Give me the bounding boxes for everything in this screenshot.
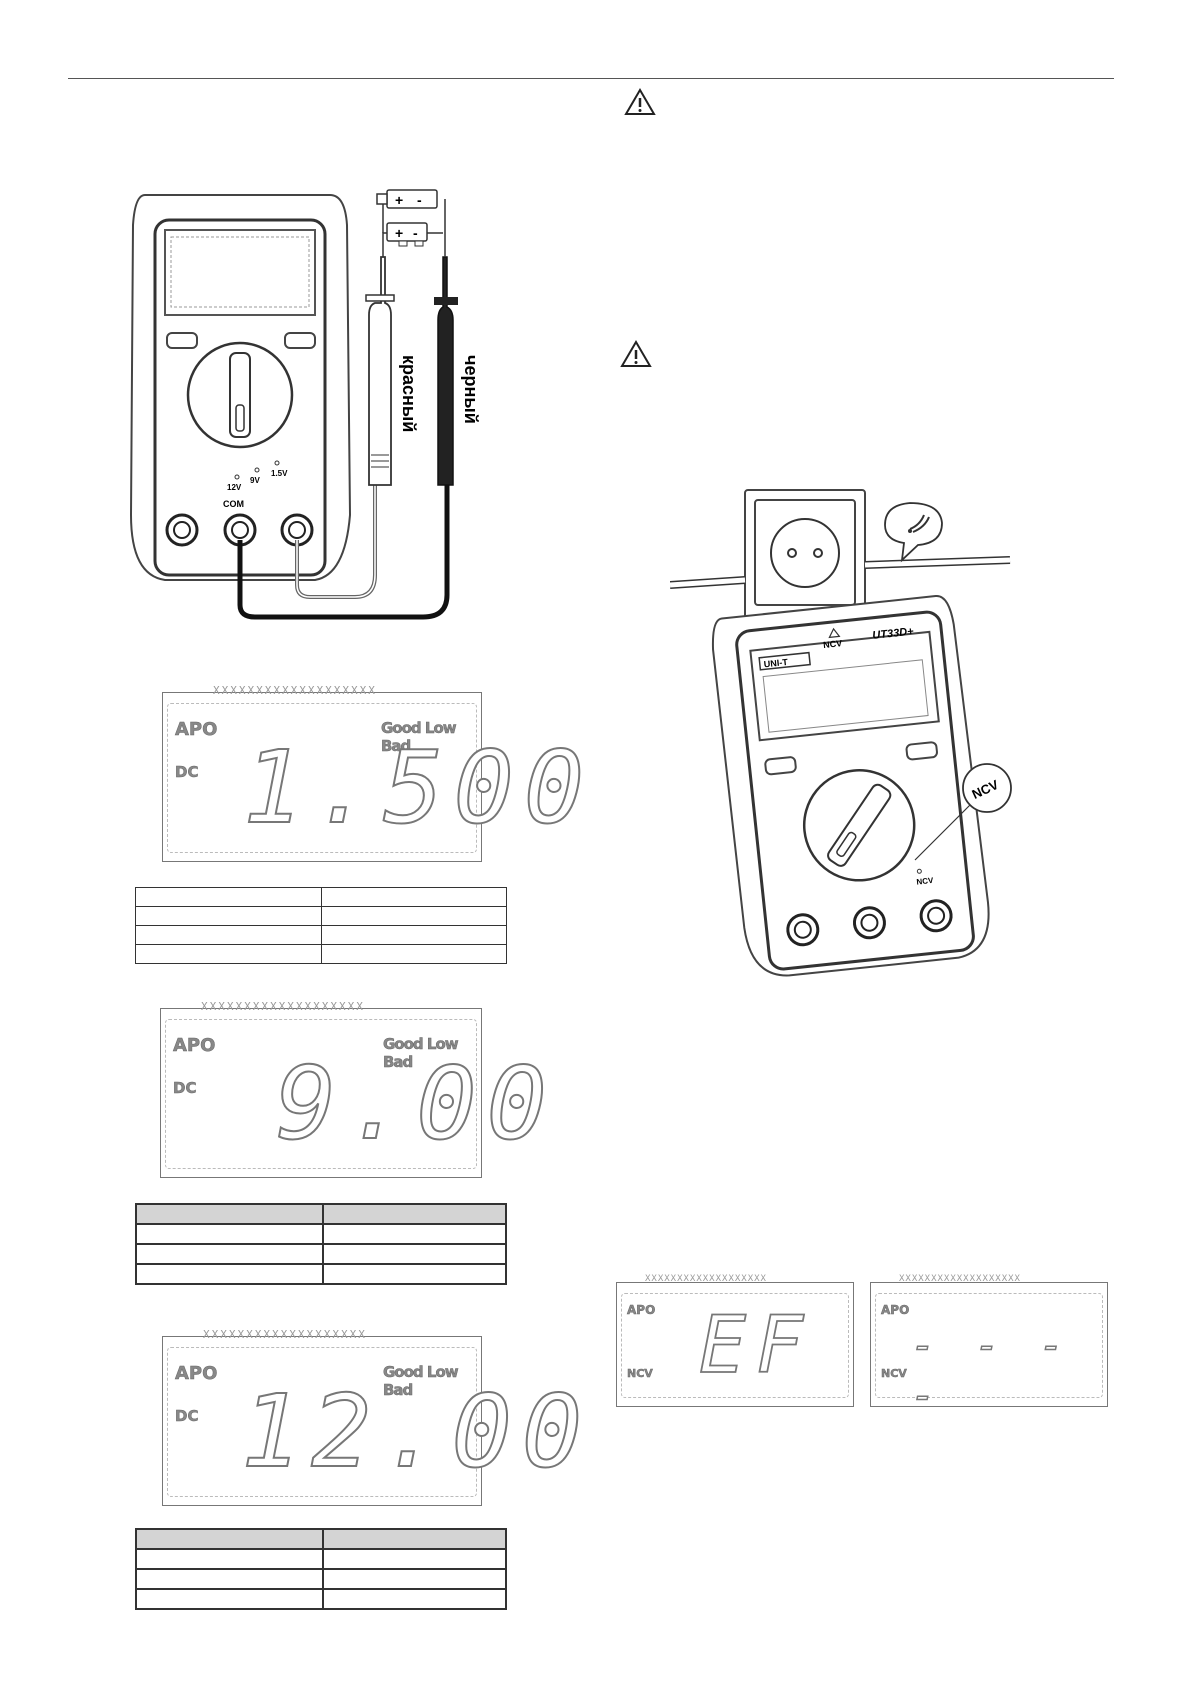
range-12v-label: 12V <box>227 483 242 492</box>
dc-indicator: DC <box>175 1407 199 1426</box>
apo-indicator: APO <box>175 1363 218 1385</box>
apo-indicator: APO <box>881 1303 910 1318</box>
ncv-lcd-reading: - - - - <box>910 1322 1072 1420</box>
table-row <box>135 925 507 945</box>
lcd-display-2: XXXXXXXXXXXXXXXXXXX APO DC Good Low Bad … <box>160 1000 548 1178</box>
table-row <box>135 1548 507 1570</box>
warning-icon <box>620 340 652 367</box>
battery-minus-symbol: - <box>413 225 418 241</box>
ncv-indicator: NCV <box>627 1367 653 1381</box>
ncv-top-label: NCV <box>823 638 843 650</box>
lcd-display-3: XXXXXXXXXXXXXXXXXXX APO DC Good Low Bad … <box>162 1328 583 1506</box>
com-jack-label: COM <box>223 499 244 509</box>
table-row <box>135 1588 507 1610</box>
model-label: UT33D+ <box>872 626 915 642</box>
lcd-segment-row: XXXXXXXXXXXXXXXXXXX <box>899 1274 1021 1284</box>
result-table-3 <box>135 1528 507 1610</box>
red-probe-label: красный <box>399 355 419 432</box>
table-header-row <box>135 1528 507 1550</box>
multimeter-battery-diagram: 12V 9V 1.5V COM + - + - красный черный <box>129 189 481 620</box>
lcd-reading: 9.00 <box>275 1045 557 1162</box>
result-table-2 <box>135 1203 507 1285</box>
table-row <box>135 1568 507 1590</box>
ncv-socket-diagram: UNI-T NCV UT33D+ NCV NCV <box>670 489 1012 977</box>
lcd-segment-row: XXXXXXXXXXXXXXXXXXX <box>203 1328 367 1341</box>
range-1.5v-label: 1.5V <box>271 469 288 478</box>
dc-indicator: DC <box>175 763 199 782</box>
lcd-inner-frame <box>167 703 477 853</box>
table-row <box>135 944 507 964</box>
battery-plus-symbol: + <box>395 192 403 208</box>
battery-status-indicator: Good Low Bad <box>383 1363 459 1400</box>
top-rule <box>68 78 1114 79</box>
table-row <box>135 887 507 907</box>
lcd-inner-frame <box>167 1347 477 1497</box>
table-row <box>135 1243 507 1265</box>
dc-indicator: DC <box>173 1079 197 1098</box>
lcd-reading: 1.500 <box>242 729 595 846</box>
battery-status-indicator: Good Low Bad <box>383 1035 459 1072</box>
battery-status-indicator: Good Low Bad <box>381 719 457 756</box>
lcd-segment-row: XXXXXXXXXXXXXXXXXXX <box>645 1274 767 1284</box>
brand-label: UNI-T <box>763 657 788 670</box>
lcd-inner-frame <box>875 1293 1103 1398</box>
result-table-1 <box>135 887 507 964</box>
warning-icon <box>624 88 656 115</box>
black-probe-label: черный <box>461 355 481 424</box>
ncv-lcd-display-dashes: XXXXXXXXXXXXXXXXXXX APO NCV - - - - <box>870 1274 1108 1420</box>
ncv-lcd-display-ef: XXXXXXXXXXXXXXXXXXX APO NCV EF <box>616 1274 854 1407</box>
apo-indicator: APO <box>173 1035 216 1057</box>
lcd-inner-frame <box>621 1293 849 1398</box>
lcd-reading: 12.00 <box>240 1373 593 1490</box>
apo-indicator: APO <box>627 1303 656 1318</box>
battery-minus-symbol: - <box>417 192 422 208</box>
apo-indicator: APO <box>175 719 218 741</box>
table-row <box>135 1263 507 1285</box>
range-9v-label: 9V <box>250 476 260 485</box>
ncv-indicator: NCV <box>881 1367 907 1381</box>
table-row <box>135 1223 507 1245</box>
lcd-segment-row: XXXXXXXXXXXXXXXXXXX <box>213 684 377 697</box>
ncv-dial-label: NCV <box>916 876 934 887</box>
lcd-segment-row: XXXXXXXXXXXXXXXXXXX <box>201 1000 365 1013</box>
lcd-display-1: XXXXXXXXXXXXXXXXXXX APO DC Good Low Bad … <box>162 684 585 862</box>
battery-plus-symbol: + <box>395 225 403 241</box>
lcd-inner-frame <box>165 1019 477 1169</box>
table-row <box>135 906 507 926</box>
table-header-row <box>135 1203 507 1225</box>
ncv-lcd-reading: EF <box>698 1300 813 1392</box>
